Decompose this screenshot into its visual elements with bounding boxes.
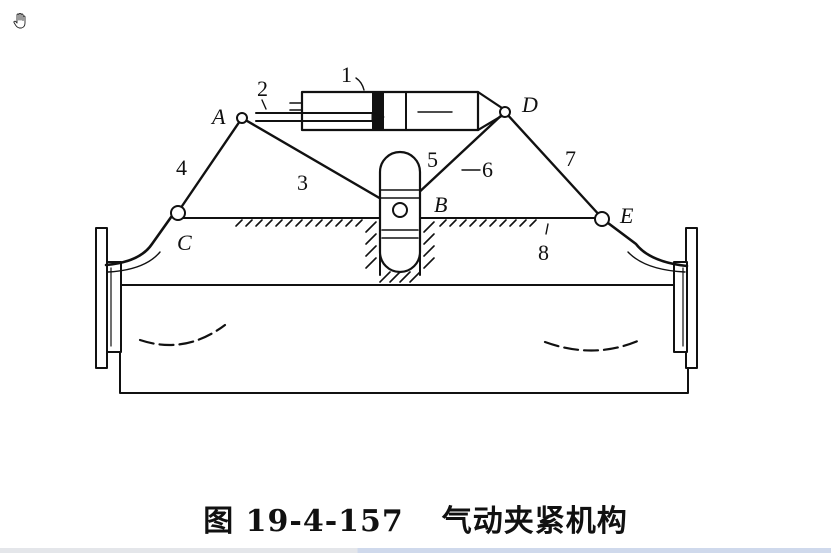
label-joint-e: E: [619, 203, 634, 228]
joint-a: [236, 112, 248, 124]
joint-b: [392, 202, 408, 218]
link-3: [240, 116, 402, 212]
label-joint-d: D: [521, 92, 538, 117]
label-part-7: 7: [565, 146, 576, 171]
label-part-5: 5: [427, 147, 438, 172]
window-bottom-edge: [0, 548, 831, 553]
label-joint-a: A: [210, 104, 226, 129]
label-part-1: 1: [341, 62, 352, 87]
workpiece-contour-left: [138, 323, 227, 347]
left-clamp-jaw: [95, 211, 176, 369]
label-part-2: 2: [257, 76, 268, 101]
right-clamp-jaw: [602, 218, 698, 369]
hand-cursor-icon: [13, 13, 26, 29]
figure-title: 气动夹紧机构: [441, 504, 628, 539]
joint-d: [499, 106, 511, 118]
joint-e: [594, 211, 610, 227]
workpiece-contour-right: [543, 338, 642, 352]
cylinder-1: [289, 90, 507, 132]
label-joint-b: B: [434, 192, 447, 217]
figure-number: 图 19-4-157: [203, 504, 404, 539]
label-part-6: 6: [482, 157, 493, 182]
link-7: [503, 110, 604, 220]
label-part-3: 3: [297, 170, 308, 195]
joint-c: [170, 205, 186, 221]
figure-caption: 图 19-4-157 气动夹紧机构: [0, 496, 831, 540]
link-4: [176, 116, 244, 214]
label-joint-c: C: [177, 230, 192, 255]
label-part-4: 4: [176, 155, 187, 180]
workpiece: [119, 284, 689, 394]
piston-rod-2: [255, 112, 385, 122]
label-part-8: 8: [538, 240, 549, 265]
